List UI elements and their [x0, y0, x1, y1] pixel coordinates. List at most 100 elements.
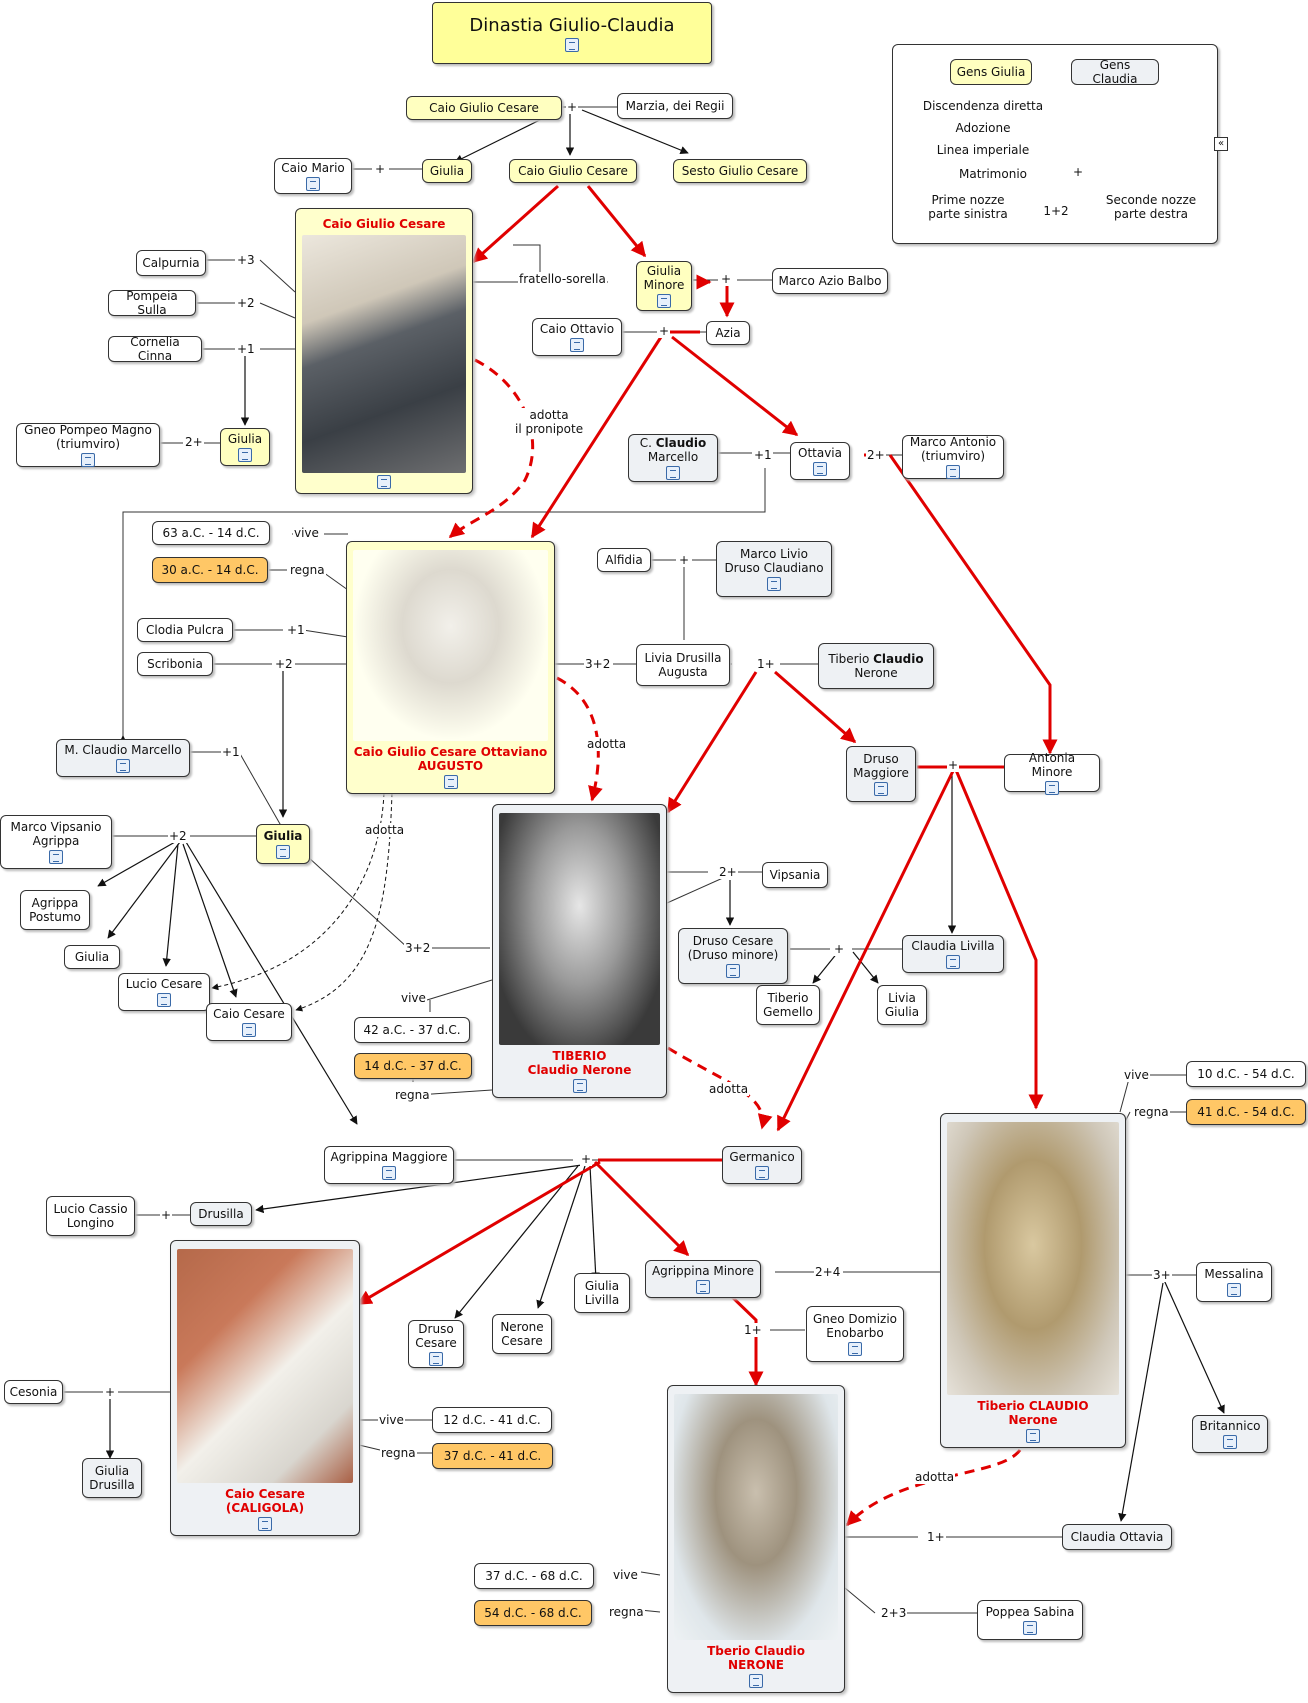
node-druso-minore[interactable]: Druso Cesare (Druso minore)	[678, 928, 788, 984]
document-icon[interactable]	[1227, 1283, 1241, 1297]
node-scribonia[interactable]: Scribonia	[137, 652, 213, 676]
document-icon[interactable]	[874, 782, 888, 796]
node-caio-ottavio[interactable]: Caio Ottavio	[532, 318, 622, 356]
legend-adozione: Adozione	[955, 121, 1011, 135]
node-agrippina-maggiore[interactable]: Agrippina Maggiore	[324, 1146, 454, 1184]
node-azia[interactable]: Azia	[706, 321, 750, 345]
label-regna: regna	[1133, 1105, 1170, 1119]
document-icon[interactable]	[382, 1166, 396, 1180]
node-poppea[interactable]: Poppea Sabina	[977, 1600, 1083, 1640]
node-britannico[interactable]: Britannico	[1192, 1415, 1268, 1453]
node-druso-cesare[interactable]: Druso Cesare	[408, 1320, 464, 1368]
node-giulia-minore2[interactable]: Giulia	[64, 945, 120, 969]
node-giulia-livilla[interactable]: Giulia Livilla	[574, 1273, 630, 1313]
document-icon[interactable]	[49, 850, 63, 864]
portrait-cesare[interactable]: Caio Giulio Cesare	[295, 208, 473, 494]
document-icon[interactable]	[572, 1079, 587, 1093]
node-giulia-minore[interactable]: Giulia Minore	[636, 261, 692, 311]
document-icon[interactable]	[696, 1280, 710, 1294]
node-cgc-padre[interactable]: Caio Giulio Cesare	[406, 96, 562, 120]
node-giulia-augusto[interactable]: Giulia	[256, 824, 310, 864]
node-druso-maggiore[interactable]: Druso Maggiore	[846, 746, 916, 802]
node-cgc-figlio[interactable]: Caio Giulio Cesare	[509, 159, 637, 183]
document-icon[interactable]	[666, 466, 680, 480]
document-icon[interactable]	[1045, 781, 1059, 795]
node-pompeia[interactable]: Pompeia Sulla	[108, 289, 196, 317]
node-cornelia[interactable]: Cornelia Cinna	[108, 335, 202, 363]
node-alfidia[interactable]: Alfidia	[597, 548, 651, 572]
portrait-nerone[interactable]: Tberio Claudio NERONE	[667, 1385, 845, 1693]
document-icon[interactable]	[1223, 1435, 1237, 1449]
document-icon[interactable]	[946, 465, 960, 479]
node-lucio-cesare[interactable]: Lucio Cesare	[118, 973, 210, 1011]
document-icon[interactable]	[755, 1166, 769, 1180]
node-agrippina-minore[interactable]: Agrippina Minore	[645, 1260, 761, 1298]
document-icon[interactable]	[429, 1352, 443, 1366]
document-icon[interactable]	[848, 1342, 862, 1356]
document-icon[interactable]	[377, 475, 391, 489]
node-nerone-cesare[interactable]: Nerone Cesare	[492, 1314, 552, 1354]
document-icon[interactable]	[242, 1023, 256, 1037]
date-nerone-regna: 54 d.C. - 68 d.C.	[474, 1600, 592, 1626]
node-messalina[interactable]: Messalina	[1196, 1262, 1272, 1302]
portrait-caligola[interactable]: Caio Cesare (CALIGOLA)	[170, 1240, 360, 1536]
node-ottavia[interactable]: Ottavia	[790, 442, 850, 480]
node-claudia-livilla[interactable]: Claudia Livilla	[902, 935, 1004, 973]
node-livia-giulia[interactable]: Livia Giulia	[877, 985, 927, 1025]
node-marco-azio[interactable]: Marco Azio Balbo	[772, 268, 888, 294]
document-icon[interactable]	[570, 338, 584, 352]
node-livio-druso[interactable]: Marco Livio Druso Claudiano	[716, 541, 832, 597]
document-icon[interactable]	[1023, 1621, 1037, 1635]
node-germanico[interactable]: Germanico	[722, 1146, 802, 1184]
document-icon[interactable]	[238, 448, 252, 462]
node-caio-cesare-f[interactable]: Caio Cesare	[206, 1003, 292, 1041]
node-claudia-ottavia[interactable]: Claudia Ottavia	[1062, 1524, 1172, 1550]
document-icon[interactable]	[81, 453, 95, 467]
node-sesto[interactable]: Sesto Giulio Cesare	[673, 159, 807, 183]
node-livia[interactable]: Livia Drusilla Augusta	[636, 644, 730, 686]
node-enobarbo[interactable]: Gneo Domizio Enobarbo	[806, 1306, 904, 1362]
node-giulia-pompeo[interactable]: Giulia	[220, 428, 270, 466]
node-antonio[interactable]: Marco Antonio (triumviro)	[902, 435, 1004, 479]
date-tiberio-regna: 14 d.C. - 37 d.C.	[354, 1053, 472, 1079]
node-agrippa-postumo[interactable]: Agrippa Postumo	[20, 890, 90, 930]
document-icon[interactable]	[258, 1517, 272, 1531]
node-marcello[interactable]: M. Claudio Marcello	[56, 739, 190, 777]
document-icon[interactable]	[726, 964, 740, 978]
document-icon[interactable]	[443, 775, 458, 789]
node-antonia-minore[interactable]: Antonia Minore	[1004, 751, 1100, 795]
document-icon[interactable]	[767, 577, 781, 591]
document-icon[interactable]	[116, 759, 130, 773]
node-drusilla[interactable]: Drusilla	[190, 1202, 252, 1226]
label-vive: vive	[1123, 1068, 1150, 1082]
document-icon[interactable]	[306, 177, 320, 191]
node-clodia[interactable]: Clodia Pulcra	[137, 618, 233, 642]
label-adotta: adotta	[914, 1470, 956, 1484]
node-pompeo[interactable]: Gneo Pompeo Magno (triumviro)	[16, 423, 160, 467]
document-icon[interactable]	[749, 1674, 763, 1688]
document-icon[interactable]	[657, 294, 671, 308]
document-icon[interactable]	[813, 462, 827, 476]
node-giulia-mario[interactable]: Giulia	[422, 159, 472, 183]
node-caio-mario[interactable]: Caio Mario	[274, 158, 352, 194]
node-tiberio-gemello[interactable]: Tiberio Gemello	[756, 985, 820, 1025]
label-fratello-sorella: fratello-sorella	[518, 272, 607, 286]
node-marzia[interactable]: Marzia, dei Regii	[617, 93, 733, 119]
portrait-tiberio[interactable]: TIBERIO Claudio Nerone	[492, 804, 667, 1098]
node-agrippa[interactable]: Marco Vipsanio Agrippa	[0, 815, 112, 869]
node-giulia-drusilla[interactable]: Giulia Drusilla	[82, 1458, 142, 1498]
document-icon[interactable]	[565, 37, 579, 52]
portrait-claudio[interactable]: Tiberio CLAUDIO Nerone	[940, 1113, 1126, 1448]
document-icon[interactable]	[276, 845, 290, 859]
document-icon[interactable]	[157, 993, 171, 1007]
node-cesonia[interactable]: Cesonia	[4, 1380, 63, 1404]
node-lucio-cassio[interactable]: Lucio Cassio Longino	[46, 1196, 135, 1236]
portrait-augusto[interactable]: Caio Giulio Cesare Ottaviano AUGUSTO	[346, 541, 555, 794]
node-calpurnia[interactable]: Calpurnia	[136, 250, 206, 276]
document-icon[interactable]	[1026, 1429, 1040, 1443]
document-icon[interactable]	[946, 955, 960, 969]
node-vipsania[interactable]: Vipsania	[762, 862, 828, 888]
collapse-icon[interactable]: «	[1214, 137, 1228, 151]
